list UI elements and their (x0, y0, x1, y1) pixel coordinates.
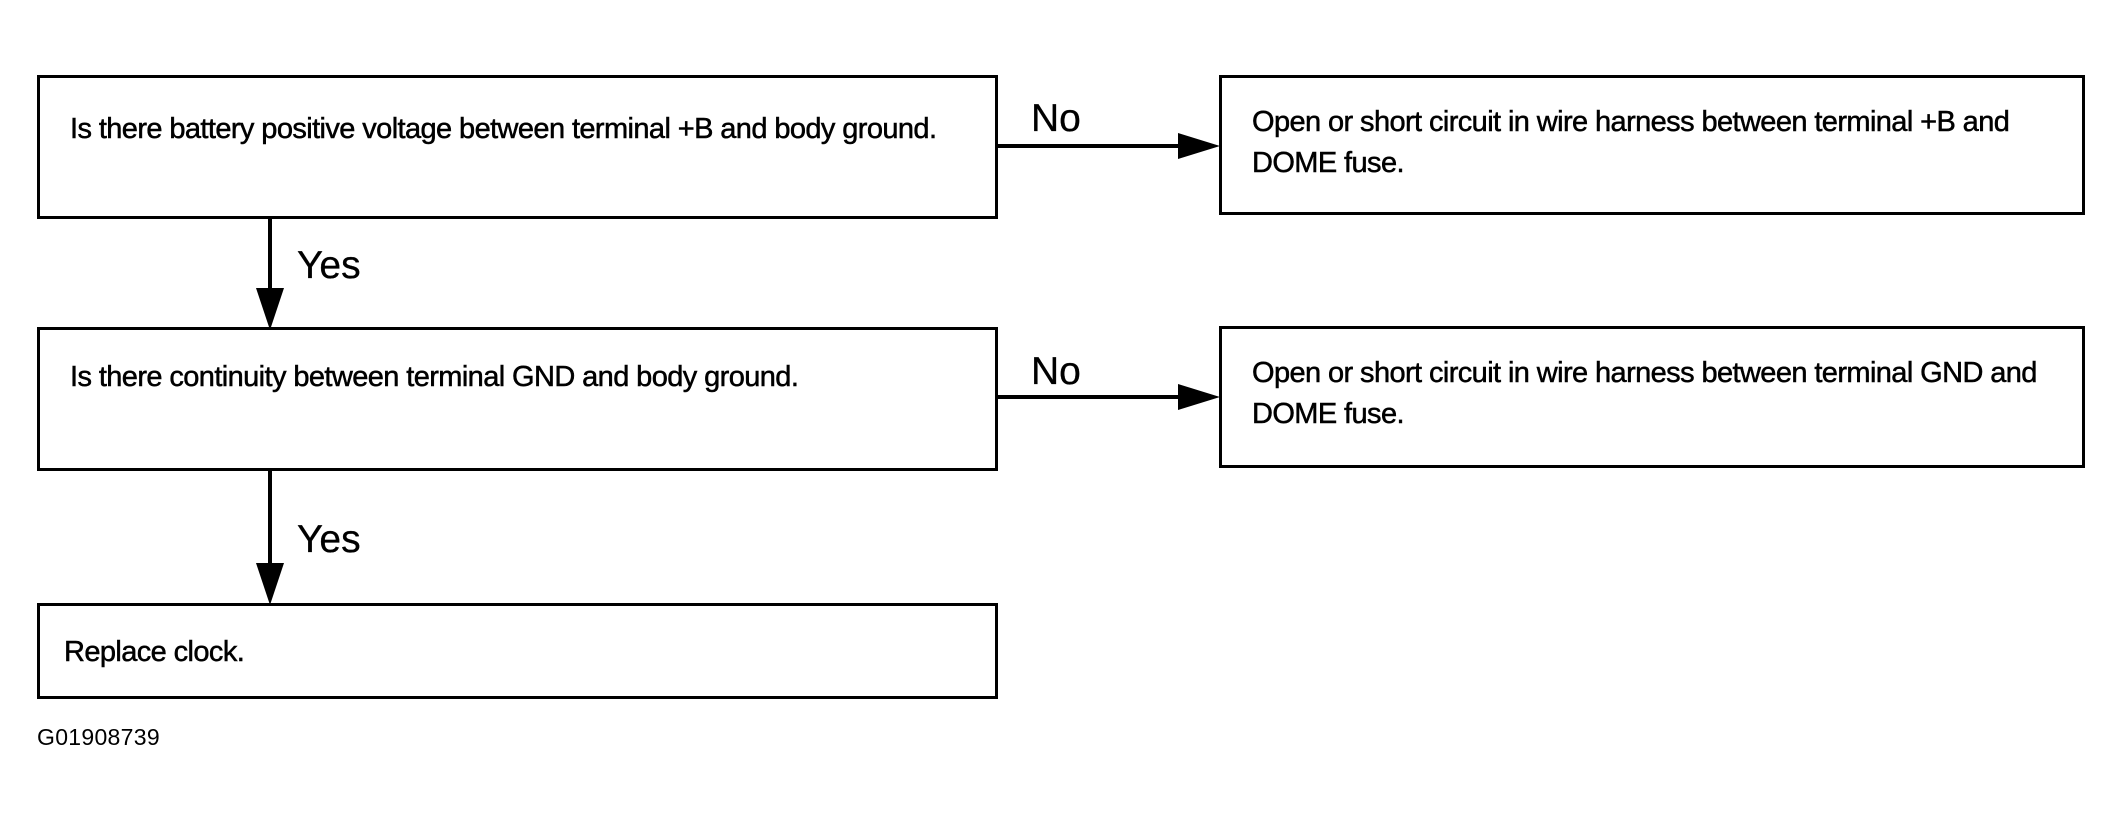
result-box-replace-clock: Replace clock. (37, 603, 998, 699)
question-text-battery-voltage: Is there battery positive voltage betwee… (70, 113, 938, 146)
q1-yes-arrowhead (256, 288, 284, 330)
q2-no-arrowhead (1178, 384, 1220, 410)
edge-label-no-2: No (1031, 350, 1081, 393)
q2-yes-arrowhead (256, 563, 284, 605)
question-text-gnd-continuity: Is there continuity between terminal GND… (70, 361, 799, 394)
result-box-open-short-b: Open or short circuit in wire harness be… (1219, 75, 2085, 215)
edge-label-yes-2: Yes (297, 518, 361, 561)
result-text-open-short-gnd: Open or short circuit in wire harness be… (1252, 357, 2038, 431)
edge-label-no-1: No (1031, 97, 1081, 140)
result-text-open-short-b: Open or short circuit in wire harness be… (1252, 106, 2010, 180)
question-box-gnd-continuity: Is there continuity between terminal GND… (37, 327, 998, 471)
q1-no-arrowhead (1178, 133, 1220, 159)
figure-code: G01908739 (37, 724, 160, 750)
question-box-battery-voltage: Is there battery positive voltage betwee… (37, 75, 998, 219)
result-box-open-short-gnd: Open or short circuit in wire harness be… (1219, 326, 2085, 468)
edge-label-yes-1: Yes (297, 244, 361, 287)
result-text-replace-clock: Replace clock. (64, 636, 245, 669)
